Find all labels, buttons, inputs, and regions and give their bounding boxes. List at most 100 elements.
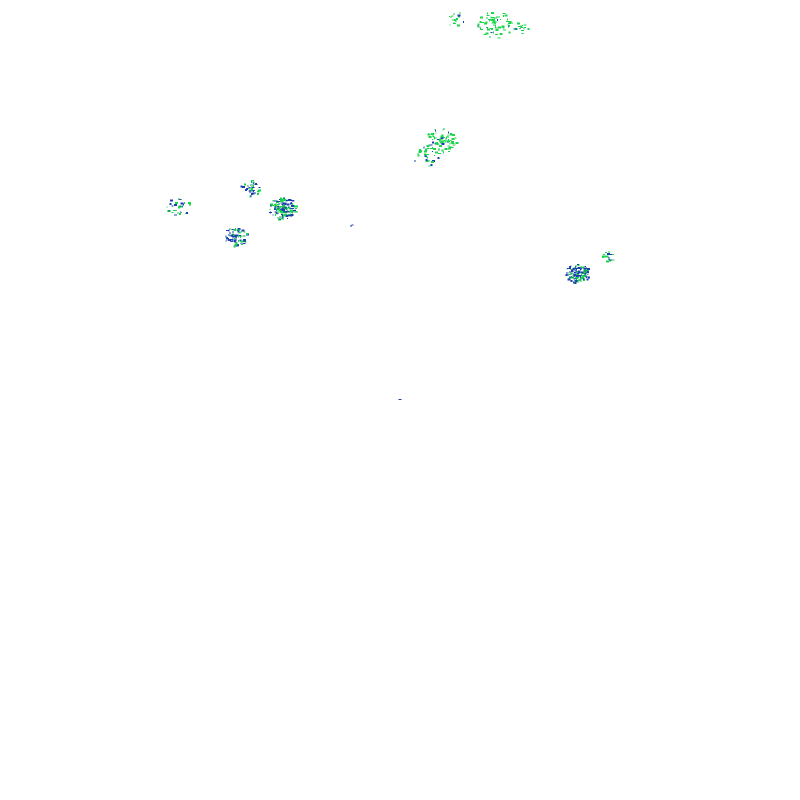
echo-cluster-north-pixel [487, 28, 491, 31]
echo-cluster-east-main-pixel [567, 272, 569, 274]
echo-cluster-north-upper-left-pixel [457, 24, 461, 27]
echo-cluster-central-north-pixel [442, 129, 444, 131]
echo-cluster-west-main-pixel [280, 205, 284, 207]
echo-cluster-center-speck-pixel [398, 399, 402, 401]
echo-cluster-west-main-pixel [282, 201, 284, 203]
echo-cluster-east-main-pixel [580, 271, 584, 274]
echo-cluster-west-south-pixel [243, 231, 246, 233]
echo-cluster-west-main-pixel [288, 211, 290, 213]
echo-cluster-west-north-pixel [242, 186, 246, 188]
echo-cluster-north-pixel [495, 33, 498, 35]
echo-cluster-east-main-pixel [572, 277, 575, 279]
echo-cluster-west-north-pixel [249, 191, 251, 194]
echo-cluster-west-main-pixel [281, 216, 284, 219]
echo-cluster-central-north-pixel [434, 128, 436, 130]
echo-cluster-north-east-pixel [527, 28, 530, 31]
echo-cluster-far-west-pixel [180, 211, 182, 213]
echo-cluster-central-north-pixel [445, 138, 448, 140]
echo-cluster-east-outlier-pixel [602, 255, 606, 258]
echo-cluster-north-east-pixel [523, 27, 525, 30]
echo-cluster-west-main-pixel [273, 204, 276, 205]
echo-cluster-north-upper-left-pixel [451, 19, 455, 21]
echo-cluster-central-north-tail-pixel [424, 148, 427, 151]
echo-cluster-central-north-pixel [442, 151, 444, 154]
echo-cluster-west-main-pixel [281, 214, 284, 216]
echo-cluster-north-pixel [484, 22, 487, 25]
echo-cluster-west-main-pixel [288, 206, 290, 208]
echo-cluster-west-north-pixel [256, 192, 259, 195]
echo-cluster-west-main-pixel [282, 216, 284, 219]
echo-cluster-west-main-pixel [286, 207, 289, 209]
echo-cluster-central-north-tail-pixel [430, 164, 433, 167]
echo-cluster-east-main-pixel [578, 272, 579, 275]
echo-cluster-west-main-pixel [285, 213, 288, 215]
echo-cluster-central-north-pixel [446, 137, 447, 139]
echo-cluster-west-north-pixel [250, 195, 252, 197]
echo-cluster-east-main-pixel [576, 275, 579, 278]
echo-cluster-east-main [565, 263, 591, 284]
echo-cluster-north-pixel [507, 24, 510, 26]
echo-cluster-west-main-pixel [288, 215, 292, 217]
echo-cluster-west-main-pixel [269, 211, 271, 214]
echo-cluster-central-north-pixel [451, 138, 455, 140]
echo-cluster-far-west-pixel [167, 210, 171, 213]
echo-cluster-central-north-tail-pixel [425, 154, 429, 156]
echo-cluster-west-main-pixel [273, 205, 275, 207]
echo-cluster-central-north-pixel [427, 145, 429, 148]
echo-cluster-far-west-pixel [178, 206, 180, 209]
echo-cluster-central-north-pixel [445, 140, 448, 142]
echo-cluster-west-main-pixel [286, 210, 289, 213]
echo-cluster-east-main-pixel [581, 266, 585, 269]
echo-cluster-central-north-tail-pixel [431, 161, 435, 163]
echo-cluster-north-pixel [486, 15, 490, 17]
echo-cluster-west-south-pixel [235, 227, 237, 230]
echo-cluster-north-upper-left-pixel [449, 16, 452, 18]
echo-cluster-north-pixel [497, 19, 498, 21]
echo-cluster-east-main-pixel [565, 274, 568, 277]
echo-cluster-north-pixel [487, 27, 489, 30]
echo-cluster-far-west-pixel [174, 202, 178, 204]
echo-cluster-north-upper-left [449, 12, 464, 27]
echo-cluster-central-north-pixel [451, 142, 455, 144]
echo-cluster-west-main-pixel [272, 200, 274, 202]
echo-cluster-west-south-pixel [229, 231, 231, 234]
echo-cluster-north-pixel [492, 20, 496, 23]
echo-cluster-north-pixel [497, 37, 501, 39]
echo-cluster-west-south-pixel [232, 238, 234, 240]
echo-cluster-east-main-pixel [575, 271, 577, 273]
echo-cluster-west-north-pixel [245, 188, 247, 191]
echo-cluster-west-main-pixel [284, 212, 287, 214]
echo-cluster-central-north-pixel [447, 145, 450, 147]
echo-cluster-west-south-pixel [238, 232, 241, 234]
echo-cluster-central-north-pixel [452, 134, 456, 137]
echo-cluster-west-main-pixel [279, 199, 282, 201]
echo-cluster-west-main-pixel [290, 214, 294, 217]
echo-cluster-east-main-pixel [586, 278, 589, 281]
echo-cluster-east-main-pixel [583, 267, 587, 270]
echo-cluster-west-main-pixel [276, 208, 278, 211]
echo-cluster-central-north-pixel [447, 131, 449, 134]
echo-cluster-east-main-pixel [566, 268, 568, 270]
echo-cluster-east-main-pixel [580, 276, 584, 279]
echo-cluster-central-north-tail-pixel [427, 146, 429, 148]
echo-cluster-west-north-pixel [252, 184, 254, 187]
echo-cluster-north-pixel [502, 26, 505, 29]
echo-cluster-north-pixel [500, 26, 503, 28]
echo-cluster-north-upper-left-pixel [463, 20, 464, 23]
echo-cluster-far-west-pixel [169, 202, 172, 205]
echo-cluster-east-main-pixel [573, 275, 577, 277]
echo-cluster-east-main-pixel [570, 269, 573, 270]
echo-cluster-north-upper-left-pixel [453, 13, 456, 15]
echo-cluster-north-pixel [490, 16, 492, 19]
echo-cluster-west-north-pixel [246, 187, 249, 190]
echo-cluster-west-north-pixel [251, 187, 255, 188]
echo-cluster-central-north-pixel [443, 128, 446, 130]
echo-cluster-west-south-pixel [230, 241, 234, 243]
echo-cluster-east-main-pixel [578, 279, 582, 281]
echo-cluster-west-main-pixel [277, 213, 279, 215]
echo-cluster-central-north-pixel [455, 142, 459, 145]
echo-cluster-north-pixel [495, 22, 497, 24]
echo-cluster-west-main-pixel [283, 202, 287, 205]
echo-cluster-west-north-pixel [246, 185, 249, 187]
echo-cluster-west-main-pixel [295, 205, 299, 208]
